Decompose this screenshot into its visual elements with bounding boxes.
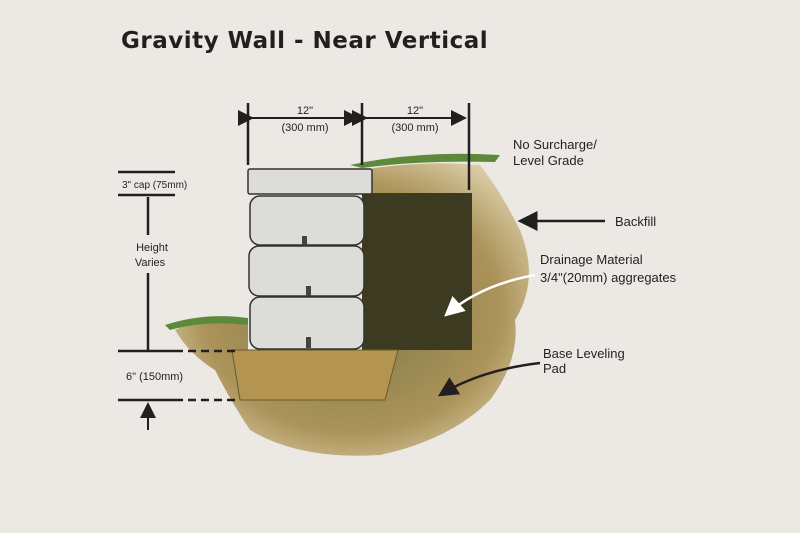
cap-label: 3" cap (75mm): [122, 180, 187, 191]
block-width-in: 12": [297, 105, 313, 117]
cap-block: [247, 168, 373, 195]
backfill-width-in: 12": [407, 105, 423, 117]
backfill-label: Backfill: [615, 214, 656, 229]
pin: [302, 236, 307, 245]
left-dimension-lines: [118, 170, 235, 430]
grass-right: [350, 153, 500, 168]
drainage-arrow: [444, 273, 536, 317]
base-depth-label: 6" (150mm): [126, 371, 183, 383]
surcharge-label-2: Level Grade: [513, 153, 584, 168]
backfill-drainage: [362, 193, 472, 350]
drainage-label-2: 3/4"(20mm) aggregates: [540, 270, 677, 285]
height-label-2: Varies: [135, 257, 166, 269]
block-width-mm: (300 mm): [281, 122, 328, 134]
base-pad-label-2: Pad: [543, 361, 566, 376]
backfill-width-mm: (300 mm): [391, 122, 438, 134]
base-leveling-pad: [231, 349, 399, 401]
drainage-label-1: Drainage Material: [540, 252, 643, 267]
base-pad-label-1: Base Leveling: [543, 346, 625, 361]
wall-block: [249, 296, 365, 350]
diagram-title: Gravity Wall - Near Vertical: [121, 28, 489, 54]
height-label-1: Height: [136, 242, 168, 254]
top-dimension-lines: [238, 103, 471, 190]
pin: [306, 337, 311, 348]
base-pad-arrow: [437, 361, 541, 397]
surcharge-label-1: No Surcharge/: [513, 137, 597, 152]
pin: [306, 286, 311, 296]
grass-left: [165, 316, 248, 330]
